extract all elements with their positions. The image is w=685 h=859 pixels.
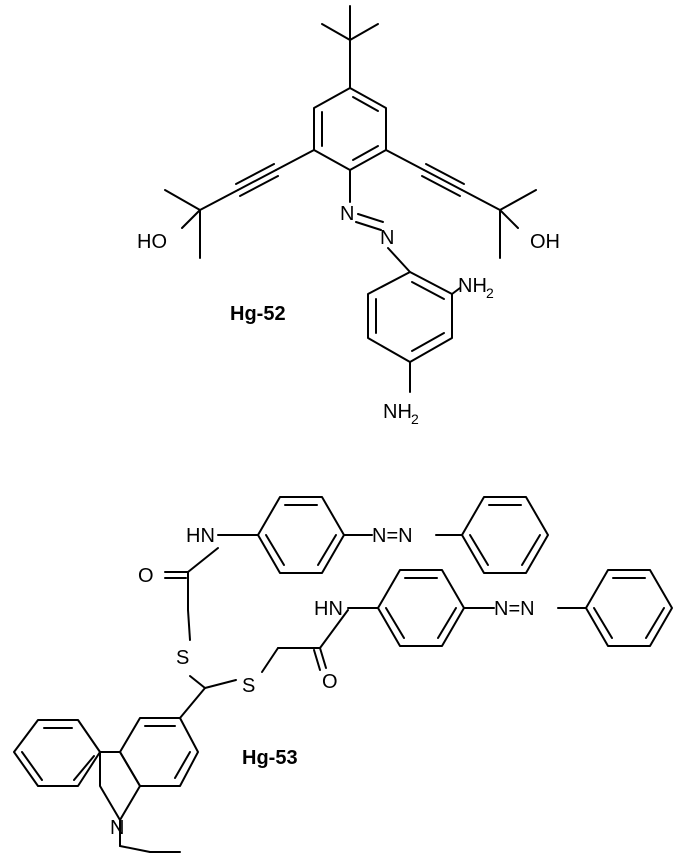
azo-linkage-hg52 (349, 169, 411, 273)
n-upper-label: N (340, 203, 354, 225)
s-1-label: S (176, 647, 189, 669)
top-phenyl-ring-1 (257, 496, 463, 574)
lower-phenyl-ring-2 (585, 569, 673, 647)
tert-butyl-group (321, 5, 379, 89)
o-2-label: O (322, 671, 338, 693)
top-amide-branch (164, 534, 259, 641)
central-benzene-ring (313, 87, 387, 171)
diaminophenyl-ring (367, 271, 461, 393)
s-2-label: S (242, 675, 255, 697)
right-alkyne-arm (385, 149, 537, 259)
compound-hg-52: HO OH N N NH 2 NH 2 Hg-52 (137, 5, 560, 427)
o-1-label: O (138, 565, 154, 587)
hn-2-label: HN (314, 598, 343, 620)
nh2-para-label: NH (383, 401, 412, 423)
compound-label-hg52: Hg-52 (230, 303, 286, 325)
left-alkyne-arm (164, 149, 315, 259)
n-lower-label: N (380, 227, 394, 249)
compound-label-hg53: Hg-53 (242, 747, 298, 769)
carbazole-ring-system (13, 717, 199, 853)
top-phenyl-ring-2 (461, 496, 549, 574)
hn-1-label: HN (186, 525, 215, 547)
nh2-para-subscript: 2 (411, 411, 419, 427)
lower-phenyl-ring-1 (377, 569, 587, 647)
azo-2-label: N=N (494, 598, 535, 620)
nh2-ortho-label: NH (458, 275, 487, 297)
nh2-ortho-subscript: 2 (486, 285, 494, 301)
n-carbazole-label: N (110, 817, 124, 839)
oh-right-label: OH (530, 231, 560, 253)
lower-amide-branch (261, 607, 379, 673)
azo-1-label: N=N (372, 525, 413, 547)
ho-left-label: HO (137, 231, 167, 253)
compound-hg-53: HN HN O O S S N=N N=N N Hg-53 (13, 496, 673, 853)
dithioacetal-center (179, 675, 237, 719)
